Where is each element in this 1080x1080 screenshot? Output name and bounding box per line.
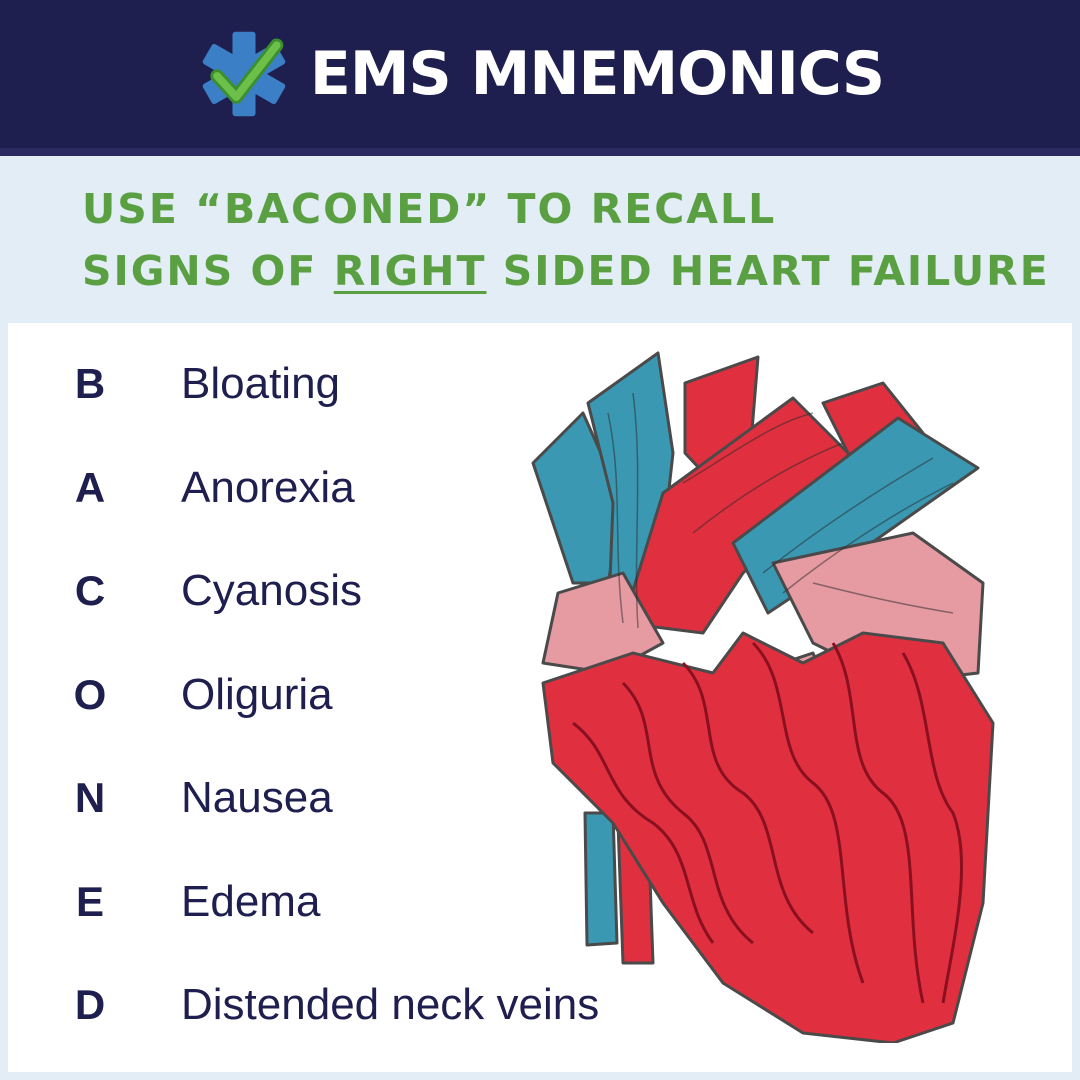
subtitle: USE “BACONED” TO RECALL SIGNS OF RIGHT S…	[82, 178, 1050, 302]
mnemonic-word: Oliguria	[181, 670, 333, 719]
mnemonic-word: Distended neck veins	[181, 980, 600, 1029]
subtitle-line-1: USE “BACONED” TO RECALL	[82, 185, 777, 233]
header-bar	[0, 0, 1080, 148]
mnemonic-word: Bloating	[181, 359, 341, 408]
mnemonic-letter: N	[74, 774, 106, 821]
page-title: EMS MNEMONICS	[309, 39, 885, 109]
header-divider	[0, 148, 1080, 156]
star-of-life-check-icon	[202, 31, 286, 117]
mnemonic-letter: E	[75, 878, 104, 925]
subtitle-suffix: SIDED HEART FAILURE	[486, 247, 1050, 295]
mnemonic-letter: C	[74, 567, 106, 614]
mnemonic-letter: B	[74, 360, 106, 407]
mnemonic-letter: A	[74, 464, 106, 511]
mnemonic-letter: O	[73, 671, 107, 718]
mnemonic-word: Cyanosis	[181, 566, 362, 615]
bacon-heart-illustration	[531, 351, 995, 1043]
subtitle-prefix: SIGNS OF	[82, 247, 334, 295]
mnemonic-letter: D	[74, 981, 106, 1028]
mnemonic-word: Nausea	[181, 773, 333, 822]
subtitle-line-2: SIGNS OF RIGHT SIDED HEART FAILURE	[82, 240, 1050, 302]
mnemonic-word: Edema	[181, 877, 321, 926]
subtitle-underlined-word: RIGHT	[333, 247, 487, 295]
mnemonic-word: Anorexia	[181, 463, 355, 512]
content-card: B Bloating A Anorexia C Cyanosis O Oligu…	[8, 323, 1072, 1072]
brand: EMS MNEMONICS	[0, 0, 1080, 148]
